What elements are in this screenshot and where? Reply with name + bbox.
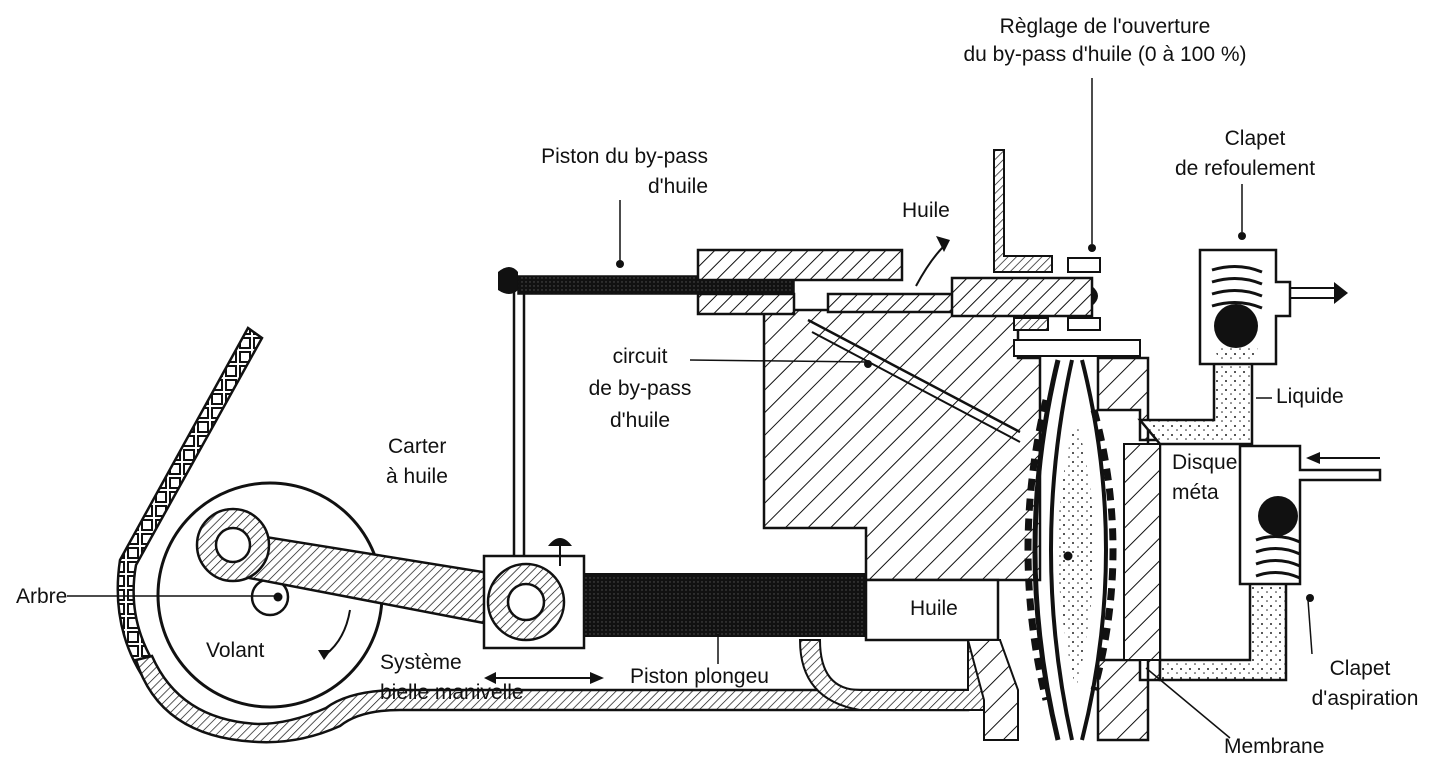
label-piston-plongeur: Piston plongeu: [630, 665, 769, 688]
label-carter-2: à huile: [386, 465, 448, 488]
crosshead: [482, 538, 586, 650]
label-clapet-refoulement-2: de refoulement: [1174, 157, 1316, 180]
stroke-arrow: [484, 672, 604, 684]
label-liquide: Liquide: [1276, 385, 1344, 408]
label-clapet-refoulement-1: Clapet: [1224, 127, 1286, 150]
label-clapet-aspiration-1: Clapet: [1329, 657, 1391, 680]
label-carter-1: Carter: [388, 435, 447, 458]
plunger-piston: [583, 573, 867, 637]
label-huile-top: Huile: [902, 199, 950, 222]
label-volant: Volant: [206, 639, 265, 662]
label-clapet-aspiration-2: d'aspiration: [1311, 687, 1419, 710]
label-membrane: Membrane: [1224, 735, 1325, 758]
label-disque-1: Disque: [1172, 451, 1238, 474]
label-systeme-2: bielle manivelle: [380, 681, 524, 704]
label-reglage-1: Règlage de l'ouverture: [999, 15, 1211, 38]
pump-body: [762, 308, 1042, 741]
connecting-rod: [195, 507, 522, 630]
label-arbre: Arbre: [16, 584, 68, 609]
label-piston-bypass-1: Piston du by-pass: [541, 145, 708, 168]
label-circuit-2: de by-pass: [588, 377, 692, 400]
linkage-rods: [512, 278, 526, 556]
leader-dots: [616, 232, 1314, 602]
label-piston-bypass-2: d'huile: [647, 175, 708, 198]
label-reglage-2: du by-pass d'huile (0 à 100 %): [963, 43, 1247, 66]
label-systeme-1: Système: [380, 651, 462, 674]
discharge-valve: [1198, 248, 1348, 366]
bypass-adjuster: [826, 149, 1141, 357]
suction-valve: [1238, 444, 1382, 586]
label-huile-mid: Huile: [910, 597, 958, 620]
bypass-piston: [498, 248, 904, 316]
label-circuit-3: d'huile: [609, 409, 671, 432]
label-disque-2: méta: [1172, 481, 1219, 504]
membrane-chamber: [1024, 356, 1162, 742]
label-circuit-1: circuit: [612, 345, 668, 368]
